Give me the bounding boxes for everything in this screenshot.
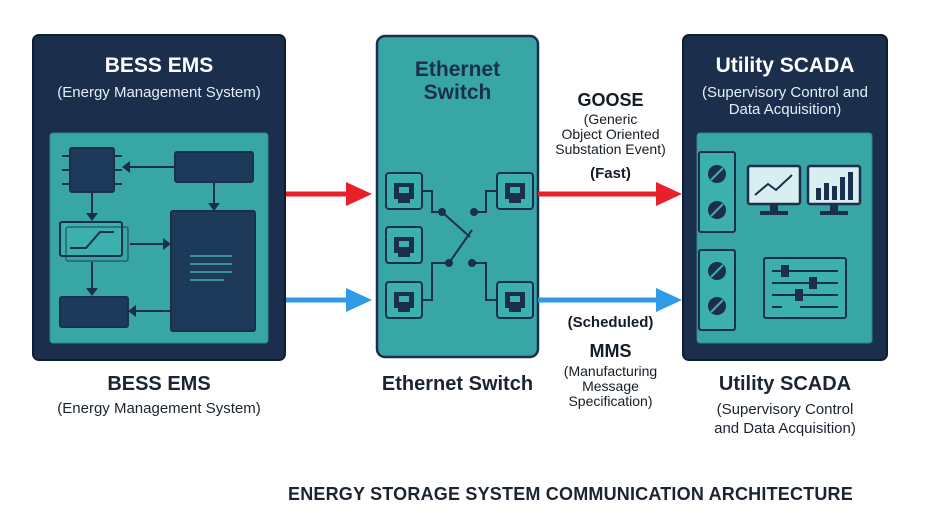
switch-title-line2: Switch (423, 81, 492, 104)
mms-title: MMS (589, 341, 632, 361)
ems-label-subtitle: (Energy Management System) (57, 400, 261, 417)
mms-desc-line2: Message (582, 378, 639, 394)
goose-tag: (Fast) (590, 165, 631, 182)
scada-label-sub-line1: (Supervisory Control (716, 401, 854, 418)
terminal-block-icon (698, 151, 736, 233)
switch-title-line1: Ethernet (414, 58, 501, 81)
switch-internals (385, 172, 534, 319)
switch-panel-title: Ethernet Switch (377, 58, 538, 104)
footer-title: ENERGY STORAGE SYSTEM COMMUNICATION ARCH… (288, 484, 853, 504)
ethernet-port-icon (496, 281, 534, 319)
scada-subtitle-line1: (Supervisory Control and (702, 84, 868, 101)
ethernet-port-icon (496, 172, 534, 210)
scada-panel-title: Utility SCADA (715, 54, 855, 77)
ethernet-port-icon (385, 281, 423, 319)
mms-desc-line3: Specification) (568, 393, 653, 409)
scada-label-title: Utility SCADA (718, 373, 852, 395)
scada-internals (698, 151, 862, 331)
scada-panel-subtitle: (Supervisory Control and Data Acquisitio… (683, 84, 887, 118)
ems-panel-title: BESS EMS (104, 54, 214, 77)
goose-arrow-left (286, 182, 372, 206)
goose-arrow-right (538, 182, 682, 206)
goose-desc-line1: (Generic (583, 111, 638, 127)
goose-title: GOOSE (577, 90, 644, 110)
goose-desc-line2: Object Oriented (561, 126, 660, 142)
monitor-trend-icon (746, 164, 802, 215)
mms-desc-line1: (Manufacturing (563, 363, 658, 379)
scada-label-subtitle: (Supervisory Control and Data Acquisitio… (683, 400, 887, 438)
mms-arrow-right (538, 288, 682, 312)
ethernet-port-icon (385, 172, 423, 210)
mms-arrow-left (286, 288, 372, 312)
goose-desc-line3: Substation Event) (555, 141, 666, 157)
ems-block-diagram (59, 147, 256, 332)
terminal-block-icon (698, 249, 736, 331)
ems-label-title: BESS EMS (107, 373, 211, 395)
control-block (174, 151, 254, 183)
goose-description: (Generic Object Oriented Substation Even… (538, 112, 683, 157)
control-sliders-icon (763, 257, 847, 319)
ems-panel-subtitle: (Energy Management System) (57, 84, 261, 101)
chip-icon (62, 147, 122, 193)
monitor-bars-icon (806, 164, 862, 215)
switch-label: Ethernet Switch (381, 373, 534, 395)
storage-block (59, 296, 129, 328)
converter-icon (59, 221, 129, 262)
mms-tag: (Scheduled) (567, 314, 654, 331)
scada-label-sub-line2: and Data Acquisition) (714, 420, 856, 437)
document-icon (170, 210, 256, 332)
ethernet-port-icon (385, 226, 423, 264)
mms-description: (Manufacturing Message Specification) (538, 364, 683, 409)
scada-subtitle-line2: Data Acquisition) (728, 101, 842, 118)
